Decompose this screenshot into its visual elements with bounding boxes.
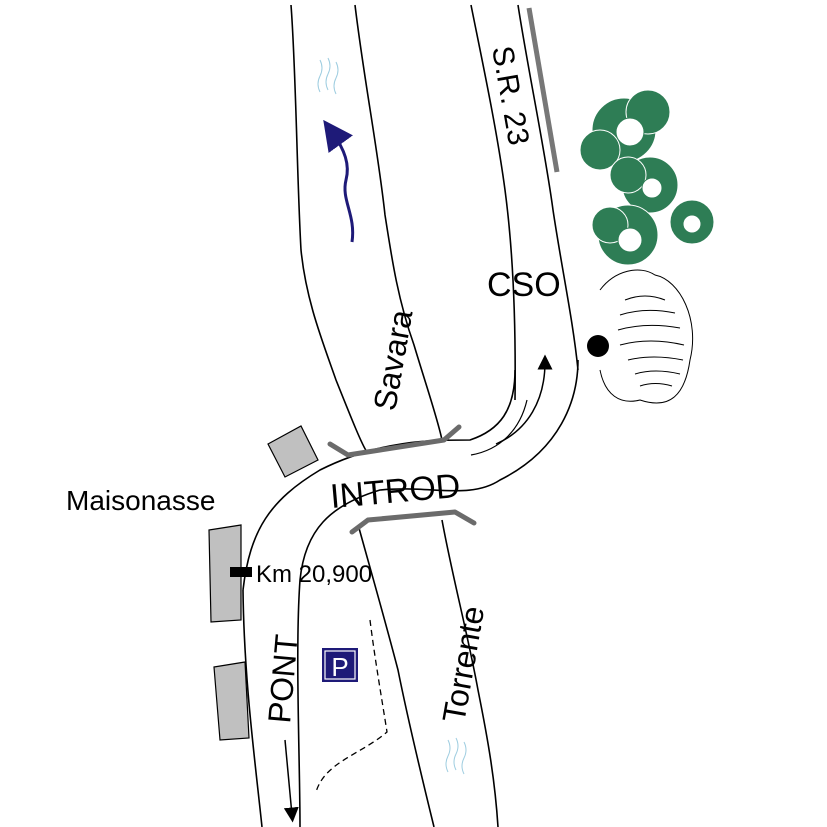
origin-label-pont: PONT [261, 633, 305, 725]
roadside-bar [526, 7, 560, 173]
parking-label: P [331, 652, 348, 682]
viewpoint-icon [587, 335, 609, 357]
km-marker [230, 567, 252, 577]
bridge-label-introd: INTROD [329, 467, 462, 516]
stream-label-torrente: Torrente [435, 603, 491, 725]
parking-area-outline [315, 619, 388, 793]
savara-river [290, 4, 443, 453]
flow-arrow-icon [323, 119, 355, 243]
tree-cluster [579, 89, 715, 266]
direction-arrow-icon [283, 739, 299, 823]
water-ripple-icon [317, 57, 339, 95]
building [208, 524, 242, 623]
water-ripple-icon [445, 737, 467, 775]
river-label-savara: Savara [366, 307, 419, 413]
tree-icon [609, 156, 679, 214]
buildings [208, 425, 319, 741]
kilometre-label: Km 20,900 [256, 561, 372, 588]
building [267, 425, 319, 478]
destination-label-cso: CSO [487, 266, 561, 304]
direction-arrow-icon [495, 354, 553, 445]
hamlet-label-maisonasse: Maisonasse [66, 485, 215, 516]
road-sr23 [470, 4, 579, 401]
tree-icon [669, 199, 715, 245]
bridge [327, 424, 477, 535]
terrain-slope [599, 269, 694, 404]
tree-icon [579, 89, 671, 171]
torrente-stream [358, 519, 499, 827]
building [213, 661, 250, 741]
tree-icon [591, 204, 659, 266]
parking-icon: P [322, 648, 358, 682]
